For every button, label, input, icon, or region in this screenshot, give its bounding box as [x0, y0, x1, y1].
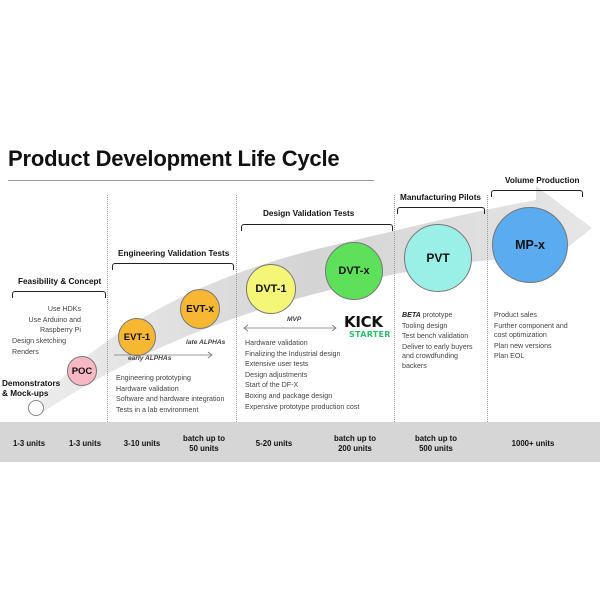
mp-item: Product sales: [494, 311, 537, 319]
note-early-alphas: early ALPHAs: [128, 355, 172, 362]
dvt-item: Design adjustments: [245, 370, 308, 379]
mp-item: Plan EOL: [494, 352, 525, 361]
dvt-item: Boxing and package design: [245, 391, 333, 400]
units-4-line1: batch up to: [182, 434, 225, 443]
separator-4: [487, 195, 488, 462]
mp-item: Plan new versions: [494, 341, 552, 350]
mvp-arrow: [243, 324, 337, 332]
stage-evtx: EVT-x: [180, 289, 220, 329]
units-8: 1000+ units: [500, 439, 566, 449]
origin-circle: [28, 400, 44, 416]
units-7: batch up to 500 units: [406, 434, 466, 454]
stage-pvt-label: PVT: [426, 251, 450, 265]
stage-evt1: EVT-1: [118, 318, 156, 356]
note-late-alphas: late ALPHAs: [186, 339, 226, 346]
kickstarter-logo-sub: STARTER: [349, 330, 391, 339]
feasibility-item: Use HDKs: [47, 305, 81, 313]
title-underline: [8, 180, 374, 181]
stage-dvt1-label: DVT-1: [255, 283, 287, 295]
feasibility-list: Use HDKs Use Arduino and Raspberry Pi: [12, 304, 119, 336]
demonstrators-line1: Demonstrators: [2, 379, 61, 388]
units-5: 5-20 units: [246, 439, 302, 449]
units-6-line2: 200 units: [338, 444, 372, 453]
units-2-line1: 1-3 units: [68, 439, 102, 448]
pvt-item: and crowdfunding: [402, 352, 459, 361]
phase-volume: Volume Production: [505, 176, 580, 185]
separator-3: [394, 195, 395, 462]
pvt-item-beta: BETA prototype: [402, 310, 473, 321]
units-8-line1: 1000+ units: [511, 439, 555, 448]
pvt-beta-rest: prototype: [420, 311, 453, 319]
pvt-item: backers: [402, 361, 427, 370]
units-4-line2: 50 units: [189, 444, 219, 453]
brace-feasibility: [12, 291, 106, 298]
evt-list: Engineering prototyping Hardware validat…: [116, 373, 224, 415]
pvt-item: Deliver to early buyers: [402, 342, 473, 351]
units-6-line1: batch up to: [333, 434, 376, 443]
mp-item: Further component and: [494, 321, 568, 330]
phase-feasibility: Feasibility & Concept: [18, 277, 102, 286]
demonstrators-label: Demonstrators & Mock-ups: [2, 379, 60, 399]
stage-poc-label: POC: [71, 365, 93, 377]
units-5-line1: 5-20 units: [255, 439, 293, 448]
stage-evt1-label: EVT-1: [123, 331, 151, 343]
units-7-line2: 500 units: [419, 444, 453, 453]
stage-dvt1: DVT-1: [246, 264, 296, 314]
demonstrators-line2: & Mock-ups: [2, 389, 49, 398]
early-alphas-line: [114, 351, 213, 359]
dvt-item: Start of the DF-X: [245, 381, 299, 390]
feasibility-item: Design sketching: [12, 337, 67, 345]
mp-item: cost optimization: [494, 331, 547, 340]
evt-item: Tests in a lab environment: [116, 405, 199, 414]
feasibility-item: Renders: [12, 347, 39, 356]
stage-dvtx: DVT-x: [325, 242, 383, 300]
note-mvp: MVP: [287, 316, 302, 323]
dvt-item: Finalizing the Industrial design: [245, 349, 341, 358]
stage-poc: POC: [67, 356, 97, 386]
phase-dvt: Design Validation Tests: [263, 209, 355, 218]
mp-list: Product sales Further component and cost…: [494, 310, 568, 362]
units-4: batch up to 50 units: [176, 434, 232, 454]
kickstarter-logo: KICK: [344, 313, 383, 331]
dvt-item: Hardware validation: [245, 339, 308, 347]
evt-item: Software and hardware integration: [116, 395, 225, 404]
brace-evt: [112, 263, 234, 270]
feasibility-item: Raspberry Pi: [39, 326, 81, 335]
separator-2: [236, 195, 237, 462]
evt-item: Engineering prototyping: [116, 374, 191, 382]
brace-dvt: [241, 224, 393, 231]
units-2: 1-3 units: [60, 439, 110, 449]
pvt-list: BETA prototype Tooling design Test bench…: [402, 310, 473, 372]
units-7-line1: batch up to: [414, 434, 457, 443]
units-1: 1-3 units: [4, 439, 54, 449]
stage-dvtx-label: DVT-x: [338, 265, 370, 277]
feasibility-list-2: Design sketching Renders: [12, 336, 66, 357]
page-title: Product Development Life Cycle: [8, 146, 340, 171]
brace-pilots: [397, 207, 485, 214]
pvt-beta-bold: BETA: [402, 311, 421, 319]
evt-item: Hardware validation: [116, 384, 179, 393]
stage-evtx-label: EVT-x: [186, 303, 214, 315]
phase-pilots: Manufacturing Pilots: [400, 193, 481, 202]
units-3-line1: 3-10 units: [123, 439, 161, 448]
units-band: [0, 422, 600, 462]
pvt-item: Tooling design: [402, 321, 448, 330]
stage-pvt: PVT: [404, 224, 472, 292]
separator-1: [107, 195, 108, 462]
dvt-list: Hardware validation Finalizing the Indus…: [245, 338, 359, 412]
feasibility-item: Use Arduino and: [28, 315, 81, 324]
dvt-item: Expensive prototype production cost: [245, 402, 360, 411]
dvt-item: Extensive user tests: [245, 360, 309, 369]
stage-mpx: MP-x: [492, 207, 568, 283]
units-3: 3-10 units: [114, 439, 170, 449]
brace-volume: [491, 190, 583, 197]
units-1-line1: 1-3 units: [12, 439, 46, 448]
units-6: batch up to 200 units: [325, 434, 385, 454]
phase-evt: Engineering Validation Tests: [118, 249, 230, 258]
pvt-item: Test bench validation: [402, 332, 469, 341]
stage-mpx-label: MP-x: [515, 238, 545, 252]
